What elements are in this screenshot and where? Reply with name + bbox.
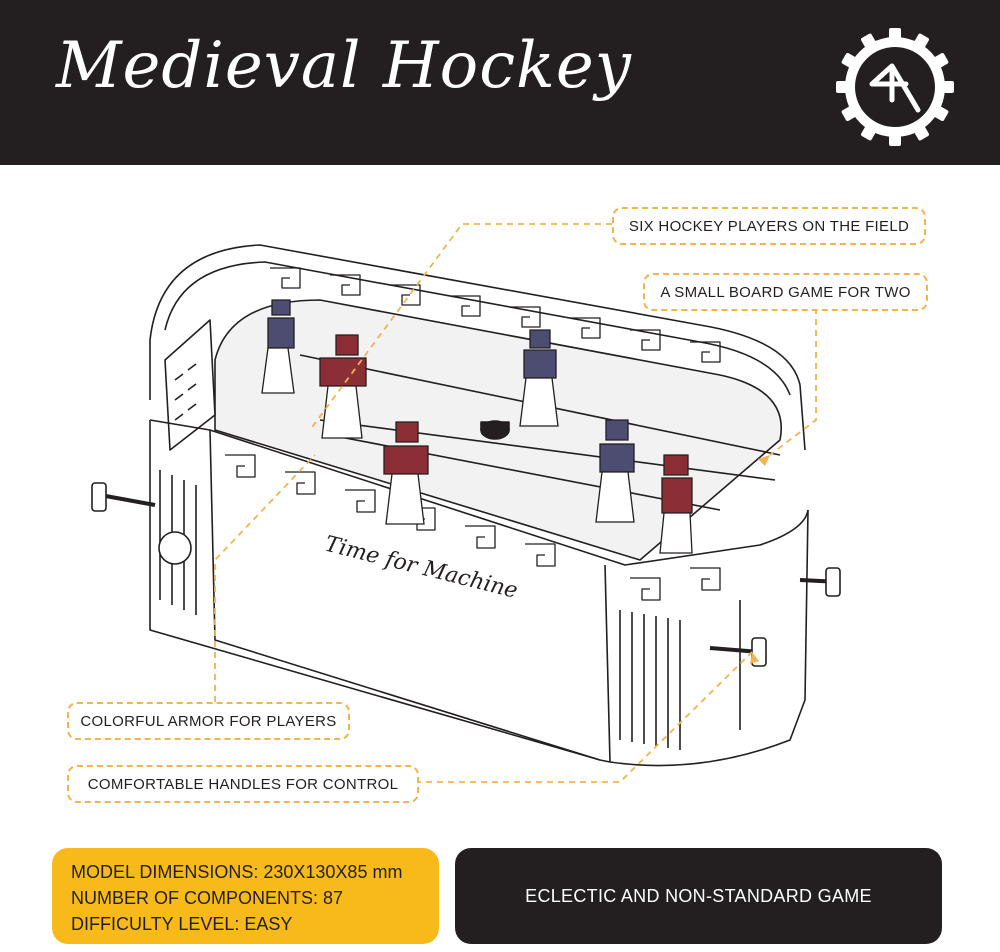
page-title: Medieval Hockey	[56, 29, 632, 103]
callout-board-game-for-two: A SMALL BOARD GAME FOR TWO	[643, 273, 928, 311]
spec-dimensions: MODEL DIMENSIONS: 230X130X85 mm	[71, 862, 403, 882]
hockey-board-game-illustration: Time for Machine	[91, 223, 841, 783]
tagline-panel: ECLECTIC AND NON-STANDARD GAME	[455, 848, 942, 944]
callout-colorful-armor: COLORFUL ARMOR FOR PLAYERS	[67, 702, 350, 740]
engraving-text: Time for Machine	[322, 532, 520, 604]
callout-comfortable-handles: COMFORTABLE HANDLES FOR CONTROL	[67, 765, 419, 803]
spec-components: NUMBER OF COMPONENTS: 87	[71, 888, 344, 908]
header-bar: Medieval Hockey	[0, 0, 1000, 165]
gear-logo-icon	[836, 28, 954, 146]
spec-difficulty: DIFFICULTY LEVEL: EASY	[71, 914, 293, 934]
tagline-text: ECLECTIC AND NON-STANDARD GAME	[525, 885, 872, 906]
callout-six-players: SIX HOCKEY PLAYERS ON THE FIELD	[612, 207, 926, 245]
specs-panel: MODEL DIMENSIONS: 230X130X85 mm NUMBER O…	[52, 848, 439, 944]
